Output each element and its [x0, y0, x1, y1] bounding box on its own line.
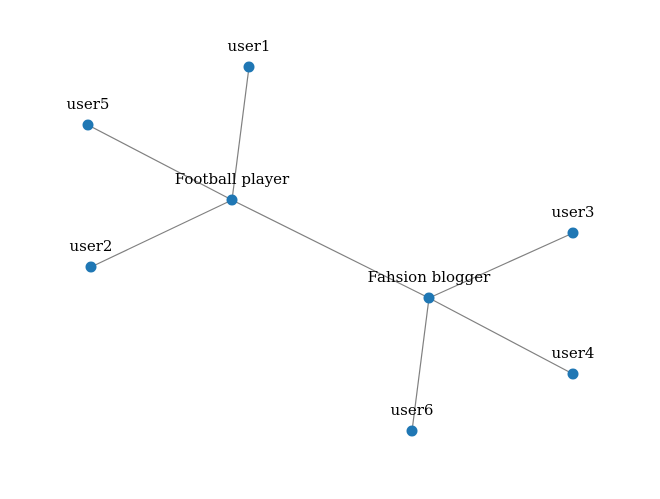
node-fashion: Fahsion blogger: [368, 268, 491, 304]
node-label-fashion: Fahsion blogger: [368, 268, 491, 286]
node-user2: user2: [70, 237, 113, 273]
node-user6: user6: [391, 401, 434, 437]
node-label-user1: user1: [228, 37, 271, 55]
edge-football-fashion: [231, 199, 430, 299]
edge-football-user1: [231, 66, 250, 201]
edge-fashion-user4: [428, 297, 574, 375]
edge-fashion-user3: [428, 232, 574, 299]
node-label-user3: user3: [552, 203, 595, 221]
node-dot-fashion: [423, 292, 435, 304]
node-football: Football player: [175, 170, 290, 206]
node-dot-football: [226, 194, 238, 206]
node-user3: user3: [552, 203, 595, 239]
node-label-user4: user4: [552, 344, 595, 362]
node-dot-user6: [406, 425, 418, 437]
node-label-user2: user2: [70, 237, 113, 255]
node-dot-user4: [567, 368, 579, 380]
node-dot-user2: [85, 261, 97, 273]
edge-fashion-user6: [411, 297, 430, 432]
edge-layer: [87, 66, 574, 432]
node-user4: user4: [552, 344, 595, 380]
node-user5: user5: [67, 95, 110, 131]
node-label-user5: user5: [67, 95, 110, 113]
node-dot-user5: [82, 119, 94, 131]
node-label-football: Football player: [175, 170, 290, 188]
node-dot-user3: [567, 227, 579, 239]
node-label-user6: user6: [391, 401, 434, 419]
node-dot-user1: [243, 61, 255, 73]
edge-football-user2: [90, 199, 233, 268]
node-user1: user1: [228, 37, 271, 73]
edge-football-user5: [87, 124, 233, 201]
